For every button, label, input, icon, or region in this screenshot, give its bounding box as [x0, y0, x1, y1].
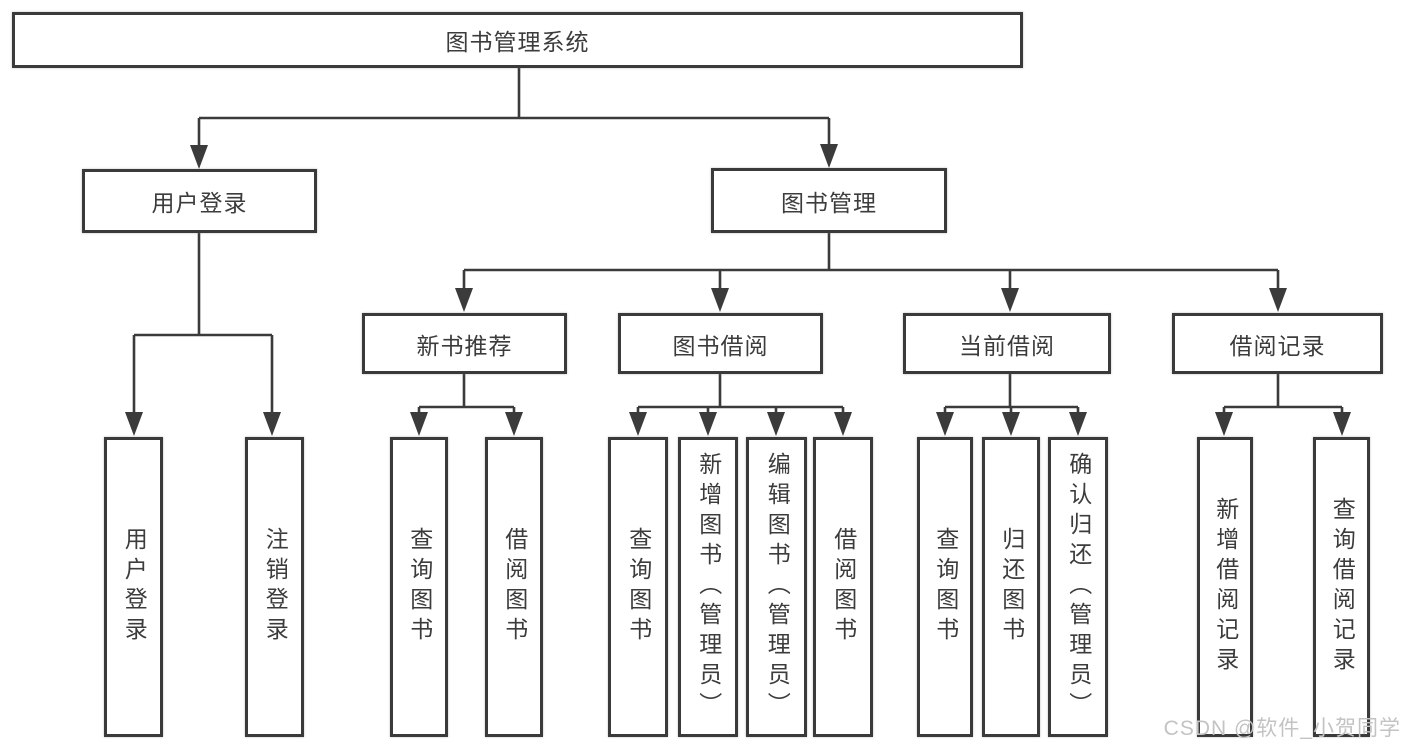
- node-book-management: 图书管理: [711, 168, 947, 233]
- node-library-system: 图书管理系统: [12, 12, 1023, 68]
- node-label: 查询借阅记录: [1329, 497, 1356, 677]
- leaf-query-books-recommend: 查询图书: [390, 437, 448, 737]
- leaf-query-books-current: 查询图书: [917, 437, 973, 737]
- node-label: 用户登录: [151, 190, 248, 216]
- leaf-add-borrow-record: 新增借阅记录: [1197, 437, 1253, 737]
- leaf-borrow-books: 借阅图书: [813, 437, 873, 737]
- node-label: 确认归还（管理员）: [1065, 452, 1092, 722]
- leaf-edit-books-admin: 编辑图书（管理员）: [746, 437, 807, 737]
- node-label: 查询图书: [932, 527, 959, 647]
- node-label: 注销登录: [262, 527, 289, 647]
- node-borrow-records: 借阅记录: [1172, 313, 1383, 374]
- node-label: 当前借阅: [959, 332, 1055, 359]
- leaf-return-books: 归还图书: [982, 437, 1040, 737]
- node-label: 查询图书: [406, 527, 433, 647]
- node-label: 用户登录: [121, 527, 148, 647]
- node-label: 新书推荐: [416, 332, 513, 359]
- node-label: 图书管理: [781, 189, 877, 216]
- leaf-add-books-admin: 新增图书（管理员）: [678, 437, 738, 737]
- leaf-confirm-return-admin: 确认归还（管理员）: [1048, 437, 1108, 737]
- node-label: 借阅图书: [830, 527, 857, 647]
- node-label: 新增借阅记录: [1212, 497, 1239, 677]
- node-current-borrowing: 当前借阅: [903, 313, 1111, 374]
- leaf-borrow-books-recommend: 借阅图书: [485, 437, 543, 737]
- node-label: 编辑图书（管理员）: [764, 452, 791, 722]
- leaf-query-borrow-record: 查询借阅记录: [1313, 437, 1370, 737]
- node-label: 归还图书: [998, 527, 1025, 647]
- arrowheads: [125, 144, 1351, 436]
- node-label: 图书管理系统: [445, 29, 590, 55]
- watermark-text: CSDN @软件_小贺同学: [1163, 717, 1401, 740]
- leaf-user-login: 用户登录: [104, 437, 163, 737]
- node-new-book-recommend: 新书推荐: [362, 313, 567, 374]
- node-label: 新增图书（管理员）: [695, 452, 722, 722]
- node-book-borrowing: 图书借阅: [618, 313, 823, 374]
- node-label: 借阅图书: [501, 527, 528, 647]
- node-user-login: 用户登录: [82, 169, 317, 233]
- node-label: 借阅记录: [1229, 332, 1326, 359]
- node-label: 图书借阅: [672, 332, 769, 359]
- leaf-logout: 注销登录: [245, 437, 304, 737]
- leaf-query-books-borrowing: 查询图书: [608, 437, 668, 737]
- node-label: 查询图书: [625, 527, 652, 647]
